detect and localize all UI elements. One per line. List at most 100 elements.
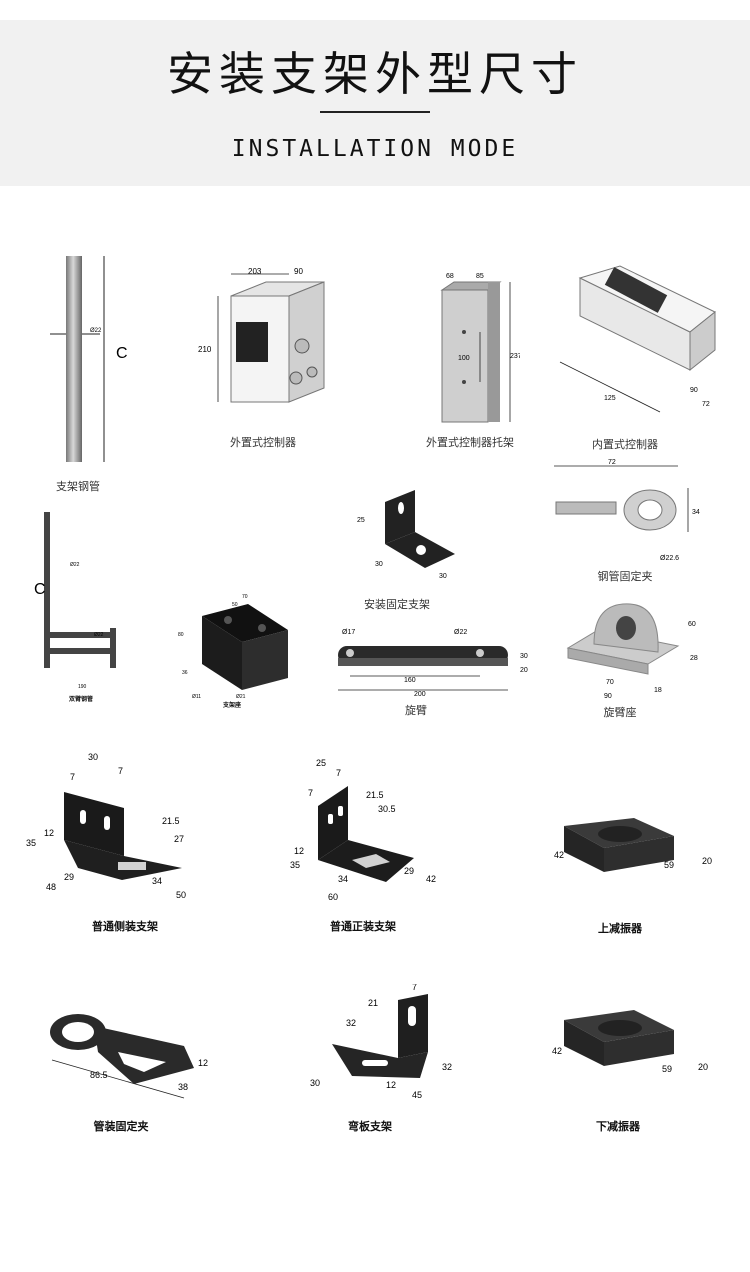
bracket-hole: 100 — [458, 355, 470, 362]
front-h2: 35 — [290, 860, 300, 870]
tube-h: 12 — [198, 1058, 208, 1068]
side-b4: 50 — [176, 890, 186, 900]
front-bracket-caption: 普通正装支架 — [330, 920, 396, 933]
side-s2: 7 — [118, 766, 123, 776]
dbl-d2: Ø22 — [94, 632, 104, 638]
aseat-t: 18 — [654, 687, 662, 694]
front-b3: 42 — [426, 874, 436, 884]
rotary-arm-caption: 旋臂 — [405, 704, 427, 717]
lower-damper-figure: 42 59 20 — [552, 1010, 708, 1074]
clamp-h: 34 — [692, 509, 700, 516]
arm-seat-caption: 旋臂座 — [603, 706, 637, 719]
front-b1: 34 — [338, 874, 348, 884]
lower-w: 59 — [662, 1064, 672, 1074]
seat-w2: 50 — [232, 602, 238, 608]
front-bracket-figure: 25 7 7 21.5 30.5 12 35 34 29 42 60 — [290, 758, 436, 902]
upper-w: 59 — [664, 860, 674, 870]
ext-h: 210 — [198, 345, 212, 354]
seat-w: 70 — [242, 594, 248, 600]
int-controller-caption: 内置式控制器 — [592, 438, 658, 451]
page-subtitle: INSTALLATION MODE — [231, 136, 519, 162]
upper-h: 20 — [702, 856, 712, 866]
lower-damper-caption: 下减振器 — [596, 1120, 640, 1133]
seat-hole1: Ø11 — [192, 694, 201, 700]
seat-hole2: Ø21 — [236, 694, 246, 700]
side-h1: 35 — [26, 838, 36, 848]
double-pipe-caption: 双臂钢管 — [68, 696, 93, 703]
upper-damper-figure: 42 59 20 — [554, 818, 712, 872]
bracket-seat-figure: 70 50 80 36 Ø11 Ø21 — [178, 594, 288, 700]
arm-t2: 20 — [520, 667, 528, 674]
bracket-w1: 68 — [446, 273, 454, 280]
mount-d2: 30 — [439, 573, 447, 580]
front-h1: 12 — [294, 846, 304, 856]
side-d1: 21.5 — [162, 816, 180, 826]
seat-h: 80 — [178, 632, 184, 638]
front-s1: 7 — [308, 788, 313, 798]
mount-bracket-caption: 安装固定支架 — [364, 598, 430, 611]
arm-l2: 200 — [414, 691, 426, 698]
tube-w: 38 — [178, 1082, 188, 1092]
clamp-hole: Ø22.6 — [660, 555, 679, 562]
side-w: 30 — [88, 752, 98, 762]
side-bracket-figure: 30 7 7 35 12 21.5 27 48 29 34 50 — [26, 752, 186, 900]
side-b3: 34 — [152, 876, 162, 886]
aseat-h2: 28 — [690, 655, 698, 662]
pipe-clamp-caption: 钢管固定夹 — [597, 570, 653, 583]
ext-bracket-caption: 外置式控制器托架 — [426, 436, 514, 449]
upper-damper-caption: 上减振器 — [598, 922, 642, 935]
bracket-seat-caption: 支架座 — [222, 702, 241, 709]
pipe-clamp-figure: 72 34 Ø22.6 — [554, 459, 700, 562]
page-title: 安装支架外型尺寸 — [167, 47, 583, 101]
int-d: 90 — [690, 387, 698, 394]
ext-controller-caption: 外置式控制器 — [230, 436, 296, 449]
ext-d: 90 — [294, 268, 303, 276]
bend-bracket-caption: 弯板支架 — [348, 1120, 392, 1133]
front-d2: 30.5 — [378, 804, 396, 814]
upper-l: 42 — [554, 850, 564, 860]
title-divider — [320, 111, 430, 113]
rotary-arm-figure: Ø17 Ø22 160 200 30 20 — [338, 629, 528, 698]
bend-w1: 32 — [346, 1018, 356, 1028]
front-w1: 25 — [316, 758, 326, 768]
tube-clamp-figure: 86.5 38 12 — [50, 1014, 208, 1099]
side-bracket-caption: 普通侧装支架 — [92, 920, 158, 933]
bend-h2: 32 — [442, 1062, 452, 1072]
tube-clamp-caption: 管装固定夹 — [93, 1120, 149, 1133]
mount-d1: 30 — [375, 561, 383, 568]
side-d2: 27 — [174, 834, 184, 844]
bend-l: 45 — [412, 1090, 422, 1100]
bend-s: 7 — [412, 984, 417, 992]
aseat-h: 60 — [688, 621, 696, 628]
lower-h: 20 — [698, 1062, 708, 1072]
pipe-label-c: C — [116, 345, 128, 362]
clamp-w: 72 — [608, 459, 616, 466]
bracket-h: 237 — [510, 353, 520, 360]
bend-h1: 21 — [368, 998, 378, 1008]
header-banner: 安装支架外型尺寸 INSTALLATION MODE — [0, 20, 750, 186]
tube-l: 86.5 — [90, 1070, 108, 1080]
arm-seat-figure: 60 28 70 90 18 — [566, 603, 698, 700]
steel-pipe-figure: Ø22 C — [50, 256, 128, 462]
pipe-dim-d: Ø22 — [90, 328, 102, 334]
side-s1: 7 — [70, 772, 75, 782]
front-s2: 7 — [336, 768, 341, 778]
mount-bracket-figure: 25 30 30 — [357, 490, 455, 580]
ext-w: 203 — [248, 268, 262, 276]
lower-l: 42 — [552, 1046, 562, 1056]
seat-h2: 36 — [182, 670, 188, 676]
bend-bracket-figure: 21 7 32 32 30 12 45 — [310, 984, 452, 1100]
dbl-d1: Ø22 — [70, 562, 80, 568]
int-controller-figure: 125 90 72 — [559, 265, 716, 413]
arm-l1: 160 — [404, 677, 416, 684]
dbl-label-c: C — [34, 581, 46, 598]
double-pipe-figure: C Ø22 Ø22 190 — [34, 512, 116, 690]
arm-h1: Ø17 — [342, 629, 355, 636]
aseat-w2: 90 — [604, 693, 612, 700]
int-l: 125 — [604, 395, 616, 402]
steel-pipe-caption: 支架钢管 — [56, 480, 100, 493]
aseat-w1: 70 — [606, 679, 614, 686]
ext-controller-figure: 203 90 210 — [198, 268, 325, 403]
bend-d1: 30 — [310, 1078, 320, 1088]
front-b2: 29 — [404, 866, 414, 876]
